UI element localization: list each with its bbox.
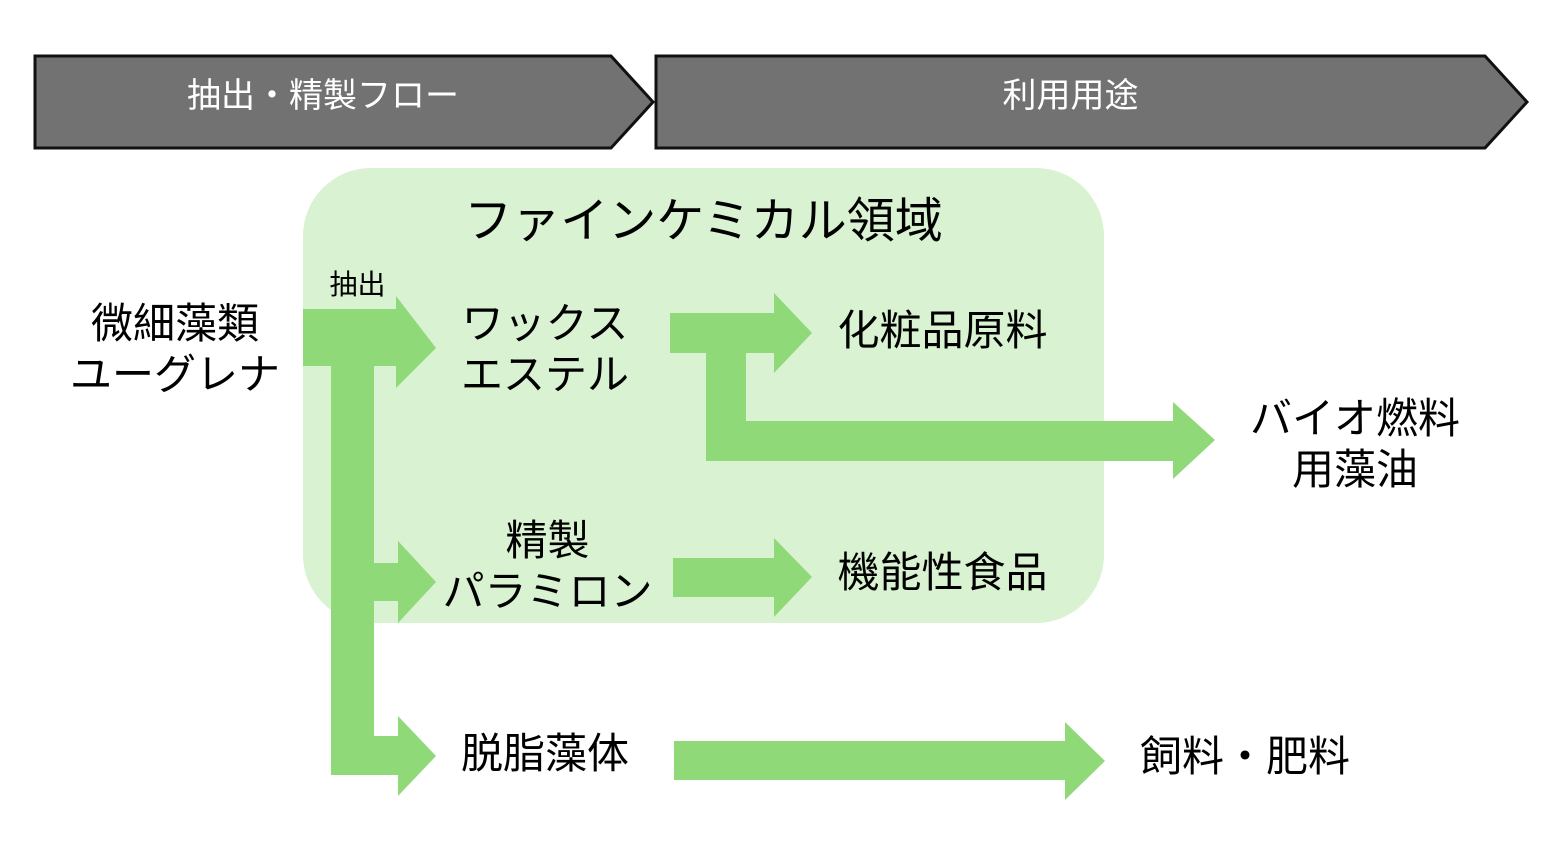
node-biofuel: バイオ燃料 用藻油 <box>1220 393 1490 495</box>
node-defatted-algae: 脱脂藻体 <box>460 729 629 778</box>
header-usage: 利用用途 <box>1002 76 1139 116</box>
arrow-defatted-to-feed <box>674 722 1105 800</box>
wax-ester-line-1: ワックス <box>461 299 629 348</box>
node-source: 微細藻類 ユーグレナ <box>40 298 310 400</box>
arrow-paramylon-to-functional-food <box>673 538 812 617</box>
paramylon-line-1: 精製 <box>505 516 590 565</box>
source-line-2: ユーグレナ <box>69 350 280 400</box>
header-chevron-usage <box>654 54 1530 150</box>
node-wax-ester: ワックス エステル <box>430 298 660 400</box>
arrow-to-defatted-algae <box>374 716 436 796</box>
biofuel-line-2: 用藻油 <box>1291 445 1418 495</box>
node-feed-fertilizer: 飼料・肥料 <box>1139 732 1350 781</box>
extraction-label: 抽出 <box>329 268 386 301</box>
arrow-to-paramylon <box>374 541 436 623</box>
fine-chemical-region <box>303 168 1104 623</box>
region-title: ファインケミカル領域 <box>464 193 943 249</box>
node-functional-food: 機能性食品 <box>837 548 1048 597</box>
node-cosmetics: 化粧品原料 <box>837 306 1048 355</box>
arrow-trunk-vertical <box>331 309 374 775</box>
arrow-wax-ester-to-cosmetics <box>670 293 812 421</box>
arrow-wax-ester-to-biofuel <box>706 402 1215 479</box>
header-chevron-extraction <box>33 54 656 150</box>
header-extraction-flow: 抽出・精製フロー <box>187 76 459 116</box>
node-paramylon: 精製 パラミロン <box>420 515 675 617</box>
paramylon-line-2: パラミロン <box>442 567 653 617</box>
wax-ester-line-2: エステル <box>460 350 629 400</box>
biofuel-line-1: バイオ燃料 <box>1249 394 1460 443</box>
source-line-1: 微細藻類 <box>90 299 259 348</box>
